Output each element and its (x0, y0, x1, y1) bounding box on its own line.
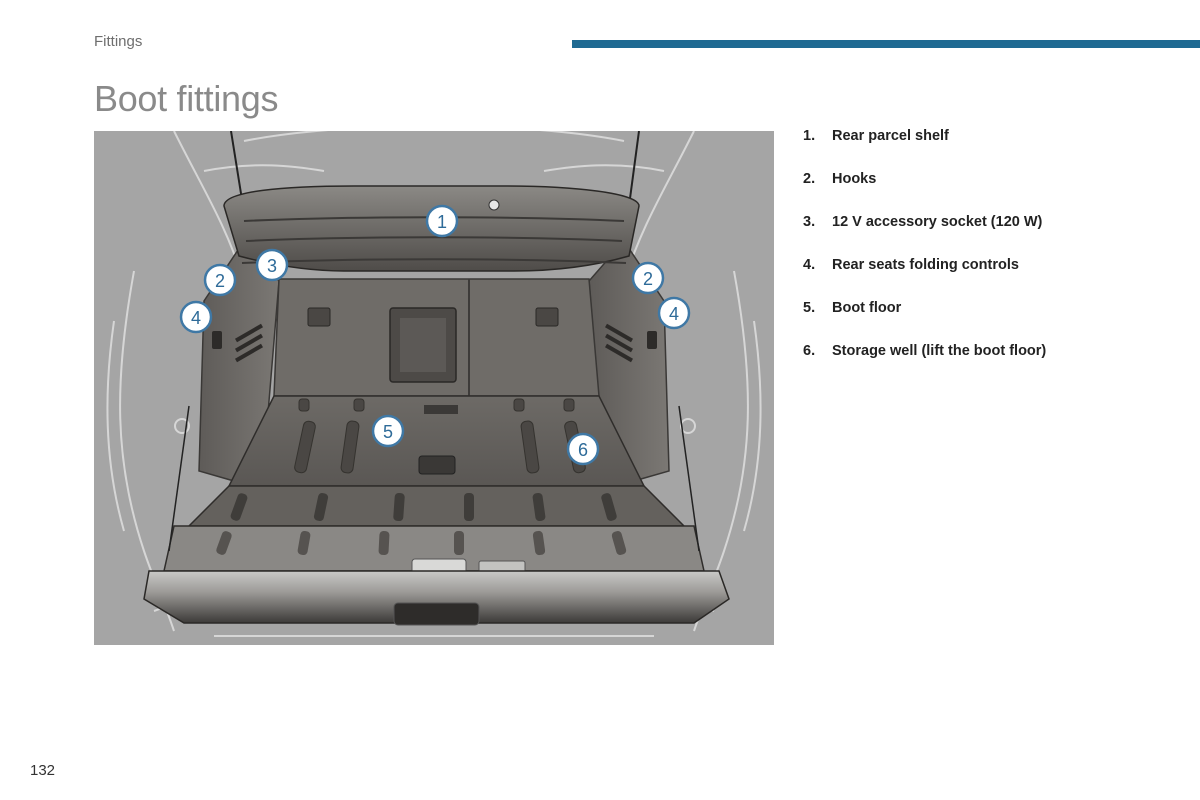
callout-6: 6 (566, 432, 600, 466)
legend-item-accessory-socket: 3. 12 V accessory socket (120 W) (803, 214, 1183, 257)
callout-3-label: 3 (267, 256, 277, 276)
legend-number: 1. (803, 128, 816, 144)
page-number: 132 (30, 762, 56, 779)
callout-5-label: 5 (383, 422, 393, 442)
legend-list: 1. Rear parcel shelf 2. Hooks 3. 12 V ac… (803, 128, 1183, 386)
legend-number: 3. (803, 214, 816, 230)
legend-number: 6. (803, 343, 816, 359)
callout-2-right-label: 2 (643, 269, 653, 289)
callout-4-right-label: 4 (669, 304, 679, 324)
page-title: Boot fittings (94, 78, 279, 119)
legend-item-boot-floor: 5. Boot floor (803, 300, 1183, 343)
strut-right (628, 131, 640, 207)
callout-4-left-label: 4 (191, 308, 201, 328)
callout-5: 5 (371, 414, 405, 448)
boot-diagram: 1 2 3 2 4 4 5 (106, 131, 762, 637)
legend-label: Storage well (lift the boot floor) (832, 343, 1047, 359)
strut-left (230, 131, 244, 207)
section-label: Fittings (94, 33, 143, 50)
header-accent-bar (572, 40, 1200, 48)
callout-3: 3 (255, 248, 289, 282)
legend-label: Rear seats folding controls (832, 257, 1019, 273)
rear-bumper (143, 570, 730, 624)
legend-item-rear-seats-folding-controls: 4. Rear seats folding controls (803, 257, 1183, 300)
legend-label: Boot floor (832, 300, 902, 316)
legend-number: 5. (803, 300, 816, 316)
legend-label: 12 V accessory socket (120 W) (832, 214, 1043, 230)
legend-item-rear-parcel-shelf: 1. Rear parcel shelf (803, 128, 1183, 171)
callout-1-label: 1 (437, 212, 447, 232)
callout-1: 1 (425, 204, 459, 238)
callout-6-label: 6 (578, 440, 588, 460)
legend-number: 4. (803, 257, 816, 273)
legend-item-hooks: 2. Hooks (803, 171, 1183, 214)
boot-illustration: 1 2 3 2 4 4 5 (94, 131, 774, 645)
callout-2-right: 2 (631, 261, 665, 295)
callout-4-left: 4 (179, 300, 213, 334)
legend-number: 2. (803, 171, 816, 187)
car-body-outline (106, 131, 762, 637)
callout-2-left-label: 2 (215, 271, 225, 291)
callout-4-right: 4 (657, 296, 691, 330)
legend-label: Rear parcel shelf (832, 128, 949, 144)
legend-item-storage-well: 6. Storage well (lift the boot floor) (803, 343, 1183, 386)
legend-label: Hooks (832, 171, 877, 187)
callout-2-left: 2 (203, 263, 237, 297)
